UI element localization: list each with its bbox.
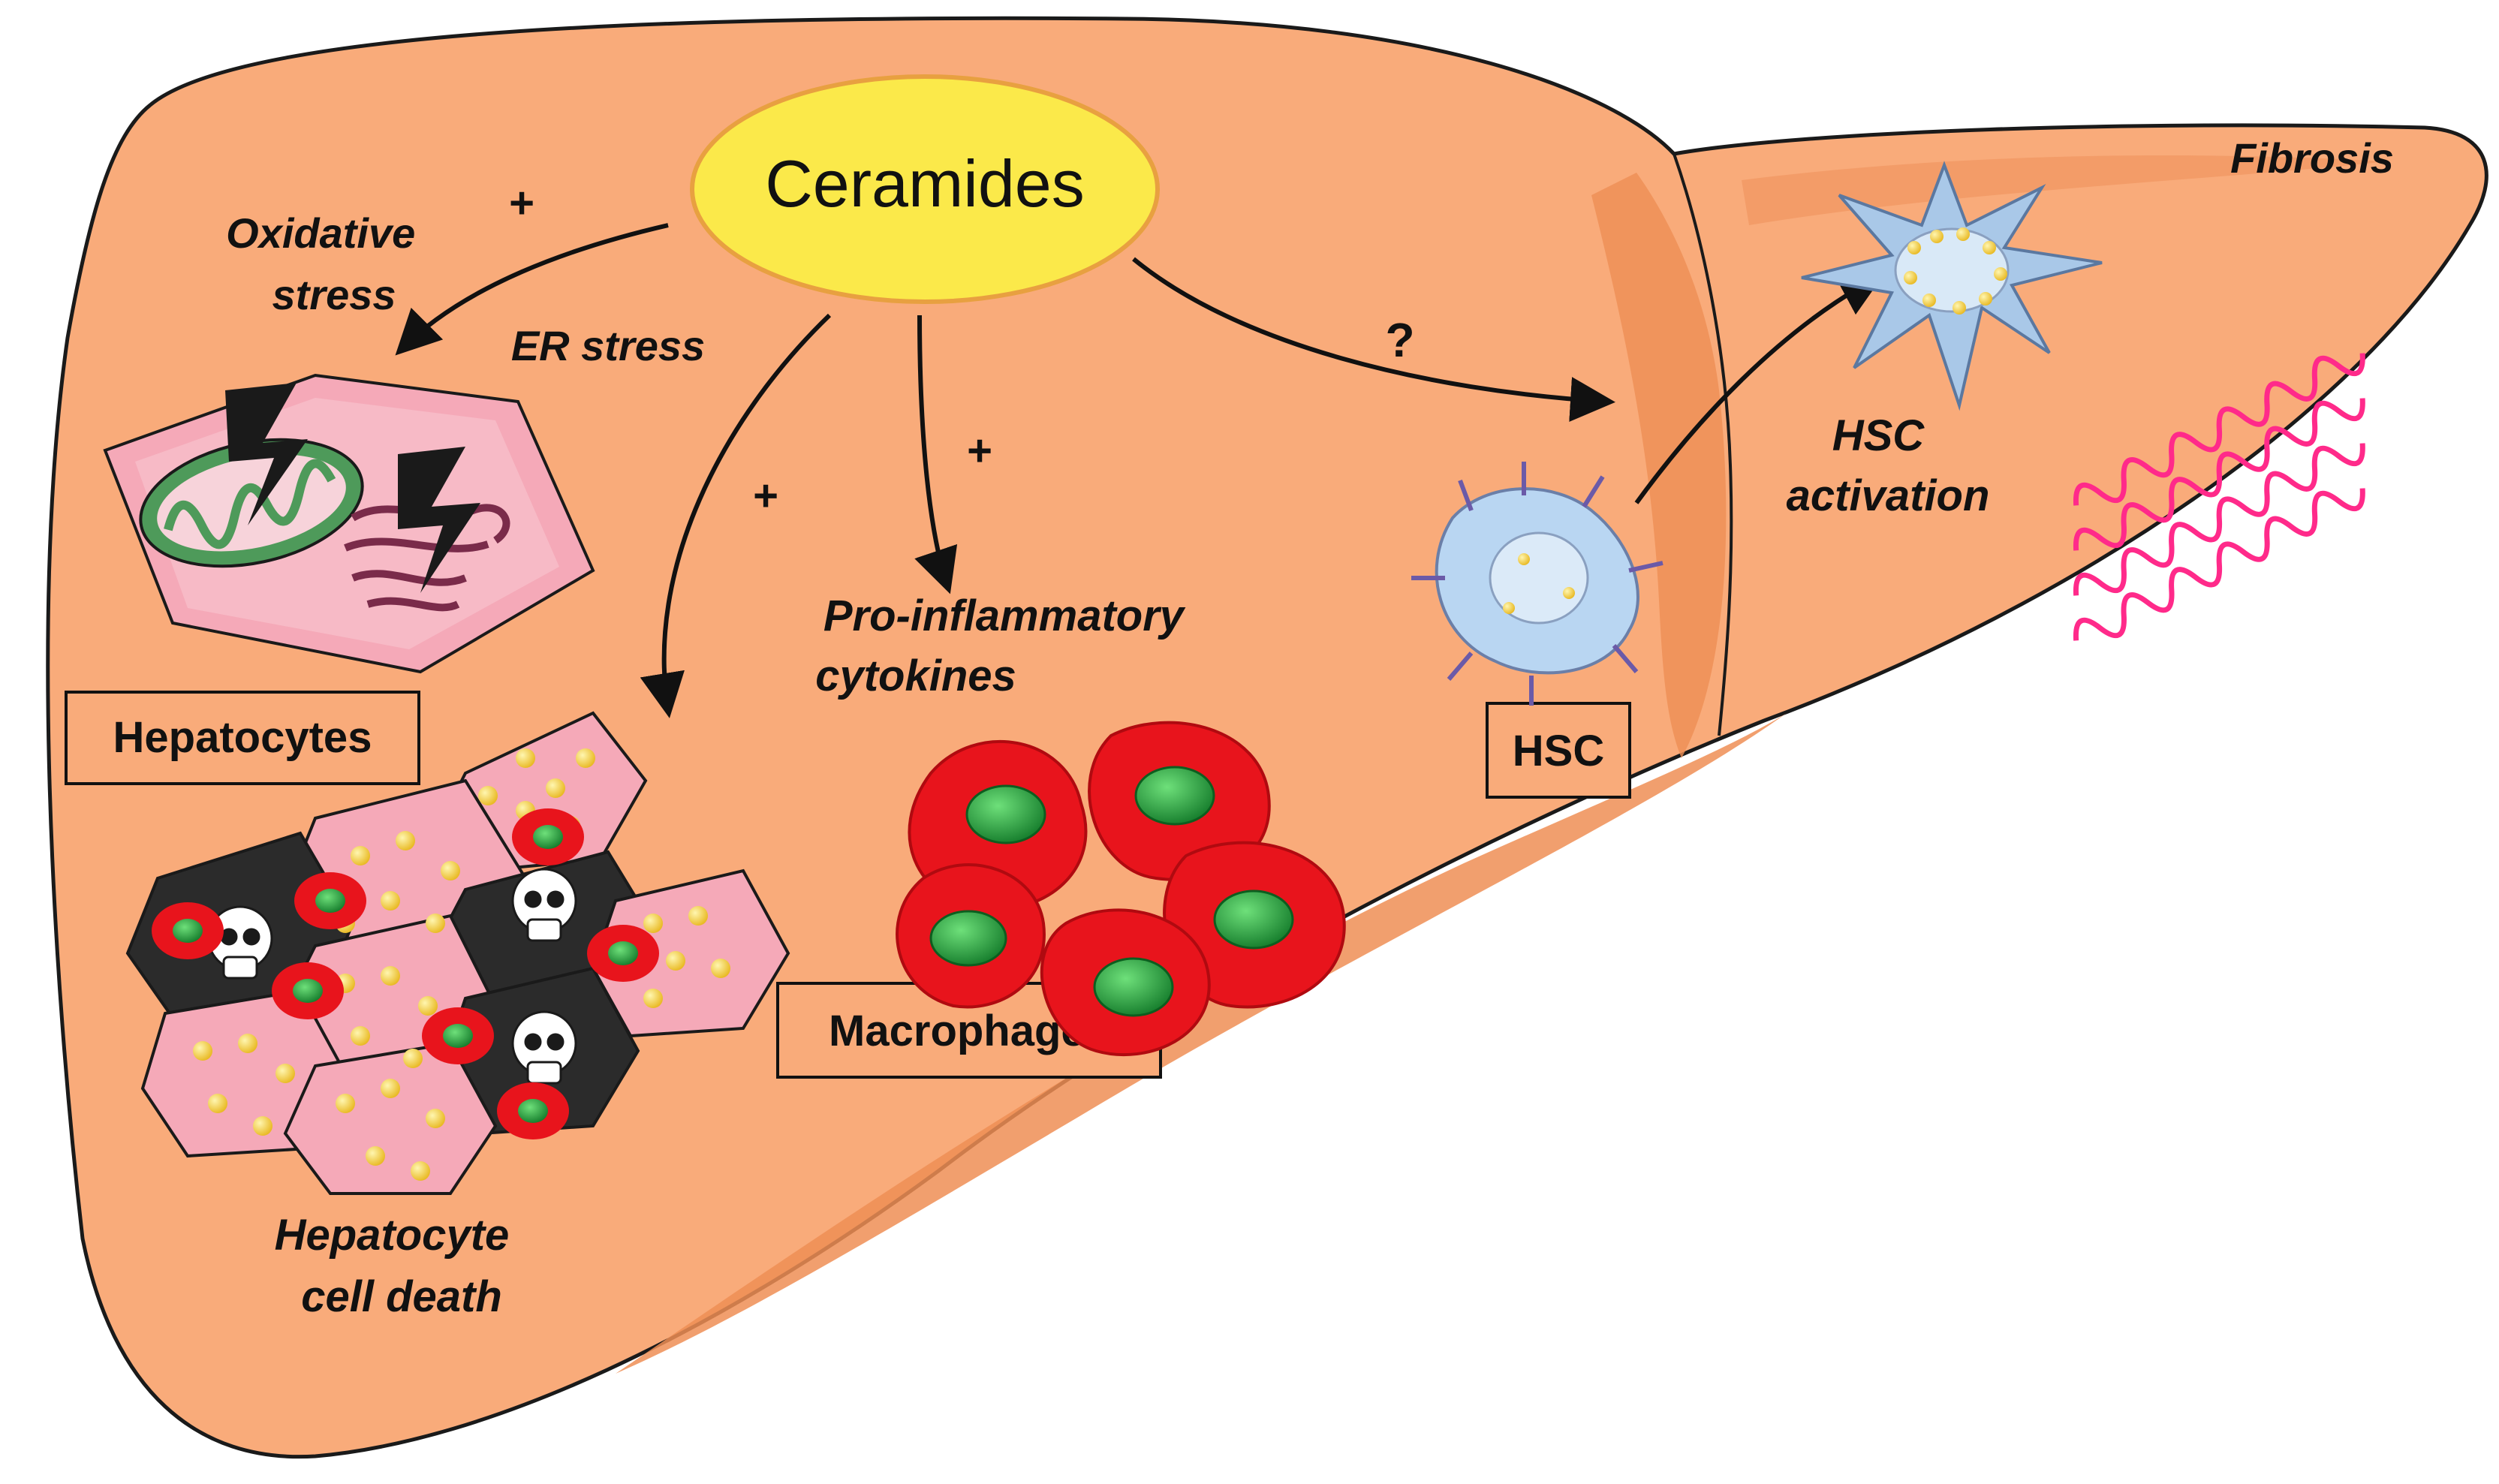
liver-shadow-mid: [1591, 173, 1727, 758]
liver-body: [46, 16, 2488, 1459]
er-stress-label: ER stress: [511, 322, 705, 369]
pro-inflammatory-line2: cytokines: [815, 652, 1016, 700]
macrophage-cluster: [896, 721, 1346, 1057]
sign-oxidative: +: [509, 179, 534, 227]
hepatocyte-death-line1: Hepatocyte: [275, 1211, 510, 1260]
hepatocytes-box: Hepatocytes: [65, 691, 420, 785]
liver-shadow-lower: [616, 713, 1787, 1374]
lobe-divider: [1673, 153, 1733, 736]
ceramides-ellipse: [690, 74, 1160, 304]
lightning-icon: [225, 383, 480, 593]
hsc-quiescent: [1411, 462, 1663, 706]
oxidative-stress-line1: Oxidative: [226, 209, 415, 257]
liver-shape: [46, 16, 2488, 1459]
lipid-droplets: [193, 748, 730, 1181]
hsc-box: HSC: [1486, 702, 1631, 799]
arrow-hsc: [1132, 257, 1615, 422]
fibrosis-label: Fibrosis: [2230, 134, 2394, 182]
hexagon-cells: [125, 711, 790, 1195]
ceramides-label: Ceramides: [765, 146, 1084, 221]
hsc-activation-line1: HSC: [1832, 411, 1925, 460]
hepatocyte-stressed: [103, 373, 595, 674]
skull-icon-3: [511, 1010, 577, 1085]
small-macrophages: [152, 808, 659, 1139]
hsc-activated: [1801, 161, 2103, 411]
ceramides-node: Ceramides: [690, 74, 1160, 304]
hepatocyte-cluster: [125, 711, 790, 1195]
hsc-activation-line2: activation: [1787, 471, 1990, 520]
macrophage-nuclei: [929, 766, 1294, 1017]
hsc-activation-label: HSC activation: [1787, 411, 1990, 520]
hepatocyte-death-label: Hepatocyte cell death: [275, 1211, 522, 1321]
activated-hsc-droplets: [1904, 227, 2007, 315]
arrow-cytokines: [914, 315, 958, 595]
sign-cytokines: +: [967, 426, 992, 475]
arrow-cell-death: [640, 313, 832, 718]
sign-cell-death: +: [753, 471, 778, 520]
collagen-fibers: [2073, 353, 2365, 641]
liver-shadow-right: [1742, 155, 2387, 225]
oxidative-stress-label: Oxidative stress: [226, 209, 427, 318]
arrow-hsc-activation: [1634, 273, 1885, 504]
hsc-box-label: HSC: [1513, 727, 1604, 775]
hepatocyte-death-line2: cell death: [301, 1272, 502, 1321]
arrow-oxidative: [395, 223, 669, 356]
pro-inflammatory-label: Pro-inflammatory cytokines: [815, 591, 1196, 700]
sign-hsc-question: ?: [1385, 313, 1414, 367]
skull-icon-2: [511, 868, 577, 942]
oxidative-stress-line2: stress: [272, 271, 396, 318]
arrows: [395, 223, 1885, 718]
mitochondrion-icon: [139, 438, 364, 568]
hepatocytes-box-label: Hepatocytes: [113, 713, 372, 762]
pro-inflammatory-line1: Pro-inflammatory: [823, 591, 1186, 640]
hsc-spikes: [1411, 462, 1663, 706]
